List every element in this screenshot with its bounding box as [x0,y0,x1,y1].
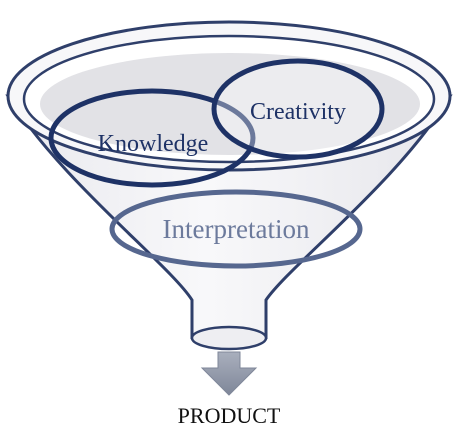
creativity-label: Creativity [250,99,346,125]
down-arrow-icon [200,351,258,396]
interpretation-label: Interpretation [163,214,310,244]
product-label: PRODUCT [178,403,281,428]
funnel-spout [190,325,268,351]
funnel-opening [40,53,420,155]
creativity-circle [211,58,385,160]
knowledge-circle [48,88,256,188]
knowledge-label: Knowledge [98,131,209,157]
interpretation-circle [109,189,363,269]
